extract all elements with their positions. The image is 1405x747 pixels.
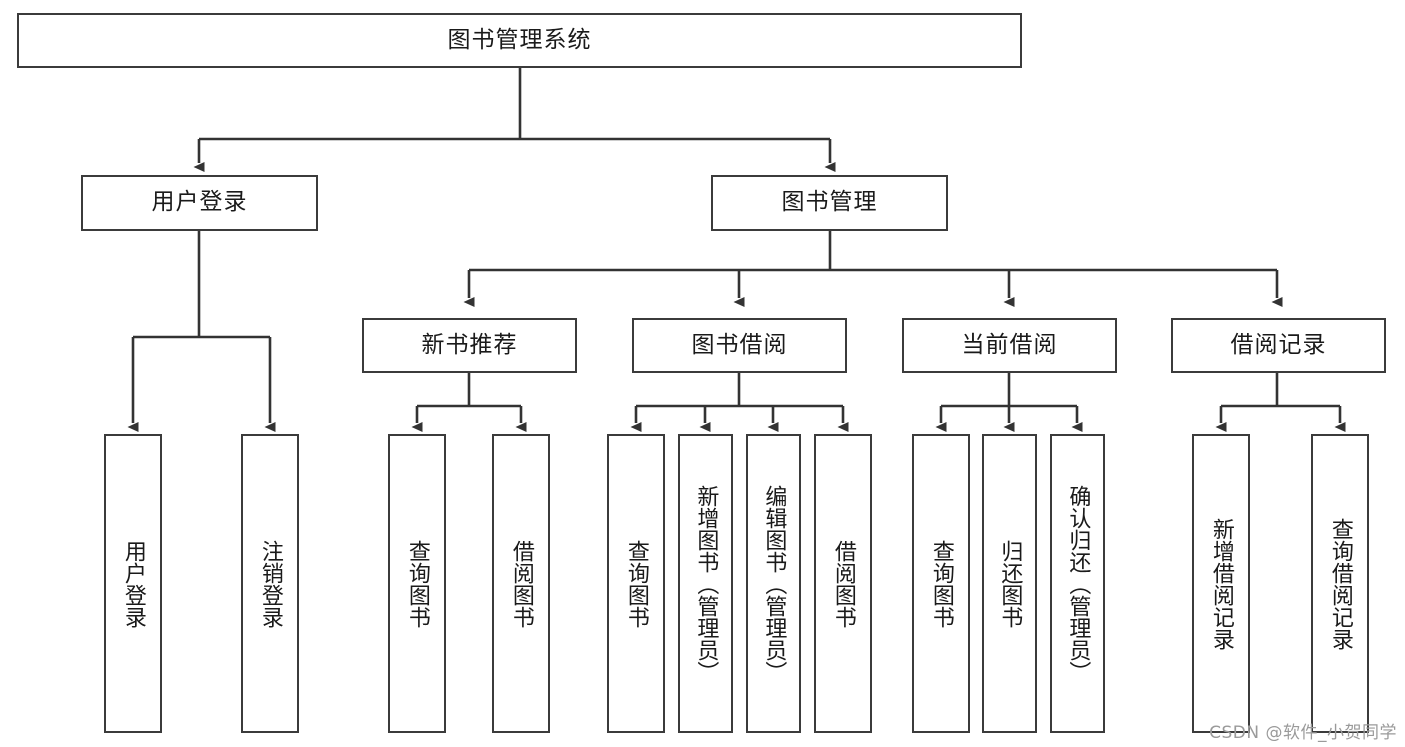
node-leaf-borrow-book-borrow[interactable]: 借阅图书	[814, 434, 872, 733]
node-leaf-edit-book[interactable]: 编辑图书（管理员）	[746, 434, 801, 733]
node-root[interactable]: 图书管理系统	[17, 13, 1022, 68]
node-leaf-borrow-book-rec-label: 借阅图书	[508, 539, 534, 628]
node-book-management[interactable]: 图书管理	[711, 175, 948, 231]
node-leaf-query-borrow-record-label: 查询借阅记录	[1327, 517, 1353, 650]
node-current-borrow-label: 当前借阅	[961, 331, 1058, 358]
node-leaf-return-book-label: 归还图书	[997, 539, 1023, 628]
node-leaf-add-book-label: 新增图书（管理员）	[693, 484, 719, 683]
node-book-borrow[interactable]: 图书借阅	[632, 318, 847, 373]
node-leaf-user-login-label: 用户登录	[120, 539, 146, 628]
node-leaf-logout-label: 注销登录	[257, 539, 283, 628]
node-leaf-edit-book-label: 编辑图书（管理员）	[761, 484, 787, 683]
node-borrow-record-label: 借阅记录	[1230, 331, 1327, 358]
node-leaf-add-borrow-record-label: 新增借阅记录	[1208, 517, 1234, 650]
node-leaf-add-book[interactable]: 新增图书（管理员）	[678, 434, 733, 733]
node-leaf-query-book-current[interactable]: 查询图书	[912, 434, 970, 733]
node-leaf-confirm-return[interactable]: 确认归还（管理员）	[1050, 434, 1105, 733]
node-leaf-query-book-borrow[interactable]: 查询图书	[607, 434, 665, 733]
node-leaf-borrow-book-borrow-label: 借阅图书	[830, 539, 856, 628]
node-borrow-record[interactable]: 借阅记录	[1171, 318, 1386, 373]
node-leaf-query-book-current-label: 查询图书	[928, 539, 954, 628]
node-new-book-recommend[interactable]: 新书推荐	[362, 318, 577, 373]
node-leaf-user-login[interactable]: 用户登录	[104, 434, 162, 733]
node-book-borrow-label: 图书借阅	[691, 331, 788, 358]
node-leaf-borrow-book-rec[interactable]: 借阅图书	[492, 434, 550, 733]
node-leaf-confirm-return-label: 确认归还（管理员）	[1065, 484, 1091, 683]
node-user-login[interactable]: 用户登录	[81, 175, 318, 231]
node-user-login-label: 用户登录	[151, 189, 248, 216]
node-leaf-query-book-borrow-label: 查询图书	[623, 539, 649, 628]
node-new-book-recommend-label: 新书推荐	[421, 331, 518, 358]
node-leaf-query-borrow-record[interactable]: 查询借阅记录	[1311, 434, 1369, 733]
node-leaf-return-book[interactable]: 归还图书	[982, 434, 1037, 733]
node-book-management-label: 图书管理	[781, 189, 878, 216]
node-leaf-add-borrow-record[interactable]: 新增借阅记录	[1192, 434, 1250, 733]
node-leaf-logout[interactable]: 注销登录	[241, 434, 299, 733]
node-root-label: 图书管理系统	[447, 26, 592, 53]
node-current-borrow[interactable]: 当前借阅	[902, 318, 1117, 373]
watermark-text: CSDN @软件_小贺同学	[1209, 723, 1397, 743]
node-leaf-query-book-rec[interactable]: 查询图书	[388, 434, 446, 733]
node-leaf-query-book-rec-label: 查询图书	[404, 539, 430, 628]
